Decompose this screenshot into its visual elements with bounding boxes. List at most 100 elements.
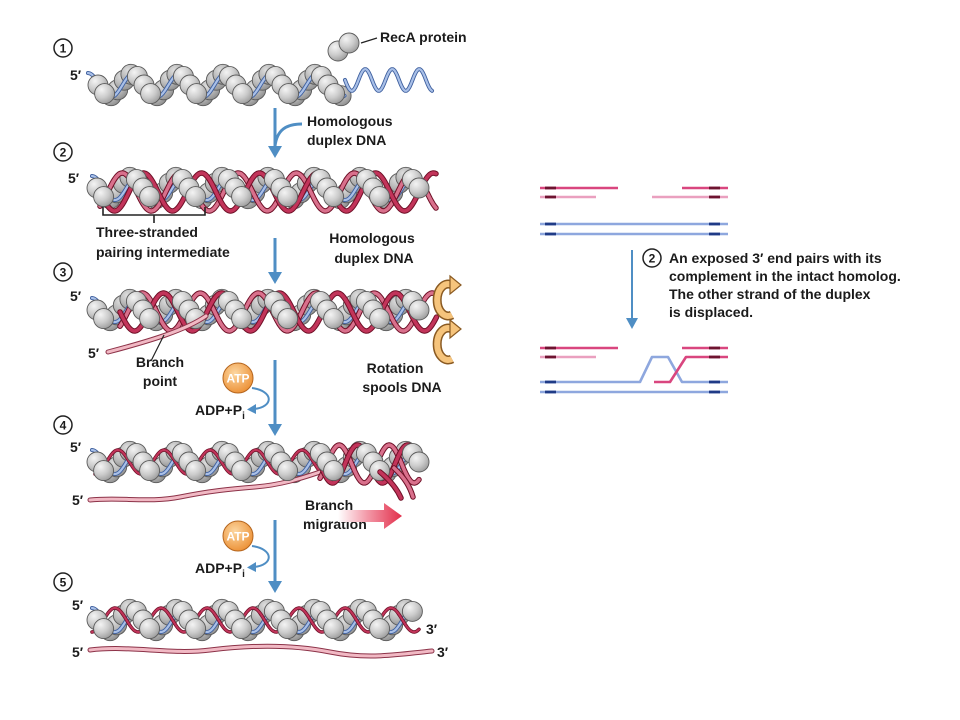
homologous-duplex-strand-b-step2-core <box>98 171 438 213</box>
homologous-duplex-label-line1: Homologous <box>307 113 393 129</box>
recA-pointer-line <box>360 37 378 44</box>
caption-line-2: complement in the intact homolog. <box>669 268 901 284</box>
displaced-strand-step4-core <box>88 468 328 502</box>
duplex-tail-a-step4 <box>377 469 404 501</box>
branch-point-pointer <box>150 334 165 362</box>
panel-b-step-marker: 2 <box>642 248 662 268</box>
arrow-head <box>268 424 282 436</box>
duplex-strand-b-step4-core <box>318 443 421 485</box>
panel-b-step-arrow <box>626 250 638 329</box>
duplex-tail-b-step4-core <box>392 466 415 499</box>
step-marker-circle <box>53 572 73 592</box>
five-prime-label: 5′ <box>70 288 82 304</box>
step-1-marker: 1 <box>53 38 73 58</box>
recA-subunit-step2 <box>139 186 161 208</box>
rotation-arc-fill <box>434 281 454 319</box>
panel-b-caption: An exposed 3′ end pairs with its complem… <box>669 250 901 320</box>
branch-migration-label-line1: Branch <box>305 497 353 513</box>
strand-end-labels: 5′ 5′ 5′ 5′ 5′ 5′ 5′ 5′ 3′ 3′ <box>68 67 449 660</box>
rotation-label-line2: spools DNA <box>362 379 441 395</box>
atp-label: ATP <box>226 372 249 386</box>
step-3-marker: 3 <box>53 262 73 282</box>
step-marker-circle <box>53 415 73 435</box>
recA-subunit-step4 <box>185 460 207 482</box>
displaced-homolog-strand <box>540 355 728 384</box>
caption-line-3: The other strand of the duplex <box>669 286 871 302</box>
five-prime-label: 5′ <box>72 492 84 508</box>
step-number: 1 <box>60 42 67 56</box>
branch-point-label-line2: point <box>143 373 178 389</box>
atp-badge-1: ATP <box>222 362 254 394</box>
pairing-intermediate-bracket <box>102 207 206 223</box>
displaced-strand-step4 <box>87 467 329 503</box>
step-number: 2 <box>649 252 656 266</box>
recA-subunit-step3 <box>408 299 430 321</box>
duplex-tail-b-step4 <box>391 465 416 500</box>
arrow-head <box>268 272 282 284</box>
recA-subunit-step4 <box>93 460 115 482</box>
displaced-strand-step3-core <box>106 314 208 354</box>
recA-subunit-step3 <box>93 308 115 330</box>
recA-subunit-step5 <box>369 618 391 640</box>
recA-subunit-step5 <box>401 600 423 622</box>
recA-protein-label: RecA protein <box>380 29 467 45</box>
step-marker-circle <box>642 248 662 268</box>
recA-subunit-step1 <box>278 83 300 105</box>
duplex-entry-arrow <box>273 122 303 147</box>
rotation-arrow-icon <box>432 318 462 365</box>
arrow-head <box>268 581 282 593</box>
recA-subunit-step1 <box>94 83 116 105</box>
step-number: 3 <box>60 266 67 280</box>
recA-subunit-step5 <box>323 618 345 640</box>
recA-subunit-step2 <box>277 186 299 208</box>
recA-subunit-step1 <box>186 83 208 105</box>
recA-subunit-step4 <box>139 460 161 482</box>
homologous-duplex-step2-line1: Homologous <box>329 230 415 246</box>
arrow-step2-to-step3 <box>268 238 282 284</box>
displaced-strand-step3 <box>105 313 209 355</box>
five-prime-label: 5′ <box>72 644 84 660</box>
overlay-strands <box>105 313 416 501</box>
adp-product-text: ADP+P <box>195 402 242 418</box>
atp-circle <box>222 362 254 394</box>
recA-subunit-step5 <box>231 618 253 640</box>
recA-subunit-step3 <box>323 308 345 330</box>
recA-subunit-step2 <box>185 186 207 208</box>
step-number: 5 <box>60 576 67 590</box>
panel-b-after-invasion <box>540 346 728 394</box>
ssDNA-uncoated-step1-core <box>343 68 434 92</box>
displaced-strand-step5 <box>87 643 435 659</box>
recA-back-subunits <box>99 63 417 642</box>
recA-subunit-step2 <box>323 186 345 208</box>
arrow-step4-to-step5 <box>247 520 282 593</box>
five-prime-label: 5′ <box>72 597 84 613</box>
recA-subunit-step3 <box>369 308 391 330</box>
recA-subunit-step1 <box>232 83 254 105</box>
step-5-marker: 5 <box>53 572 73 592</box>
three-stranded-label-line1: Three-stranded <box>96 224 198 240</box>
branch-point-label-line1: Branch <box>136 354 184 370</box>
panel-b: 2 An exposed 3′ end pairs with its compl… <box>540 186 901 394</box>
five-prime-label: 5′ <box>68 170 80 186</box>
atp-hydrolysis-arrow-head <box>247 562 256 572</box>
adp-pi-label: ADP+Pi <box>195 560 245 580</box>
homologous-duplex-step2-line2: duplex DNA <box>334 250 413 266</box>
duplex-strand-b-step4 <box>317 442 422 486</box>
recA-subunit-step4 <box>408 451 430 473</box>
recA-subunit-step3 <box>277 308 299 330</box>
five-prime-label: 5′ <box>70 67 82 83</box>
recA-subunit-step2 <box>369 186 391 208</box>
arrow-head <box>268 146 282 158</box>
duplex-tail-a-step4-core <box>378 470 403 500</box>
recA-subunit-step5 <box>93 618 115 640</box>
recA-subunit-step5 <box>277 618 299 640</box>
homologous-duplex-label-line2: duplex DNA <box>307 132 386 148</box>
homologous-duplex-strand-b-step2 <box>97 170 439 214</box>
step-marker-circle <box>53 142 73 162</box>
atp-circle <box>222 520 254 552</box>
adp-pi-label: ADP+Pi <box>195 402 245 422</box>
caption-line-1: An exposed 3′ end pairs with its <box>669 250 882 266</box>
recA-subunit-step3 <box>231 308 253 330</box>
recA-subunit-step1 <box>140 83 162 105</box>
phosphate-subscript: i <box>242 569 245 580</box>
